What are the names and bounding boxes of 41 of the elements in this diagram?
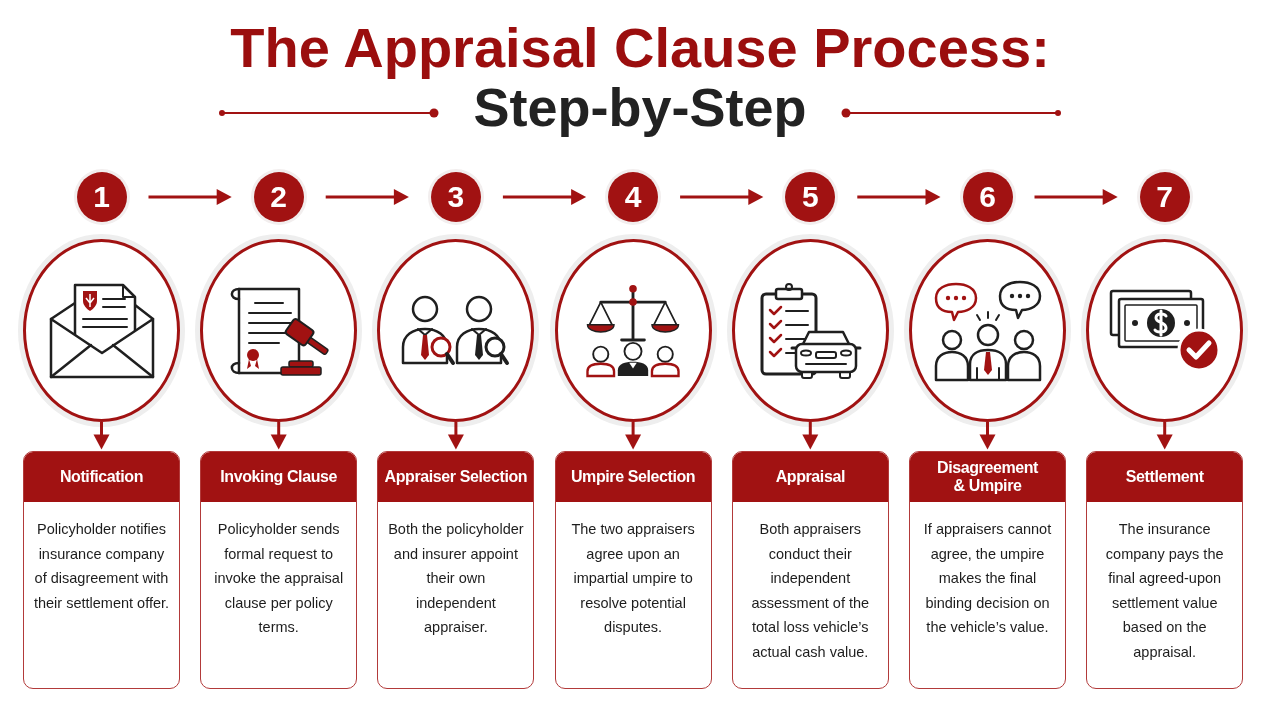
arrow	[148, 189, 232, 205]
step-number: 4	[608, 172, 659, 222]
step-heading: Disagreement & Umpire	[910, 452, 1065, 502]
arrow	[270, 422, 287, 450]
step-card	[554, 451, 712, 689]
step-card	[200, 451, 358, 689]
step-number: 7	[1139, 172, 1190, 222]
arrow	[625, 422, 642, 450]
step-number: 1	[76, 172, 127, 222]
step-number: 3	[430, 172, 481, 222]
step-number: 5	[785, 172, 836, 222]
step-heading: Appraisal	[732, 452, 888, 502]
step-description: Policyholder sends formal request to invoke the appraisal clause per policy terms.	[213, 520, 345, 637]
step-heading: Invoking Clause	[201, 452, 357, 502]
step-description: If appraisers cannot agree, the umpire makes the final binding decision on the vehicle’s value.	[922, 520, 1053, 637]
step-card	[909, 451, 1066, 689]
step-card	[377, 451, 535, 689]
step-description: The two appraisers agree upon an impartial umpire to resolve potential disputes.	[570, 520, 696, 637]
step-card	[731, 451, 889, 689]
step-description: Policyholder notifies insurance company of disagreement with their settlement offer.	[32, 520, 171, 613]
arrow	[979, 422, 996, 450]
step-number: 2	[253, 172, 304, 222]
arrow	[1156, 422, 1173, 450]
arrow	[1034, 189, 1118, 205]
step-heading: Settlement	[1087, 452, 1243, 502]
step-description: The insurance company pays the final agreed-upon settlement value based on the appraisal.	[1104, 520, 1225, 662]
arrow	[857, 189, 941, 205]
arrow	[93, 422, 110, 450]
arrow	[447, 422, 464, 450]
step-number: 6	[962, 172, 1013, 222]
step-heading: Umpire Selection	[555, 452, 711, 502]
step-heading: Appraiser Selection	[378, 452, 534, 502]
step-card	[1086, 451, 1244, 689]
step-card	[23, 451, 180, 689]
arrow	[502, 189, 587, 205]
step-heading: Notification	[24, 452, 179, 502]
step-description: Both the policyholder and insurer appoint their own independent appraiser.	[387, 520, 525, 637]
arrow	[325, 189, 409, 205]
arrow	[802, 422, 819, 450]
arrow	[680, 189, 764, 205]
step-description: Both appraisers conduct their independent assessment of the total loss vehicle’s actual cash value.	[750, 520, 871, 662]
